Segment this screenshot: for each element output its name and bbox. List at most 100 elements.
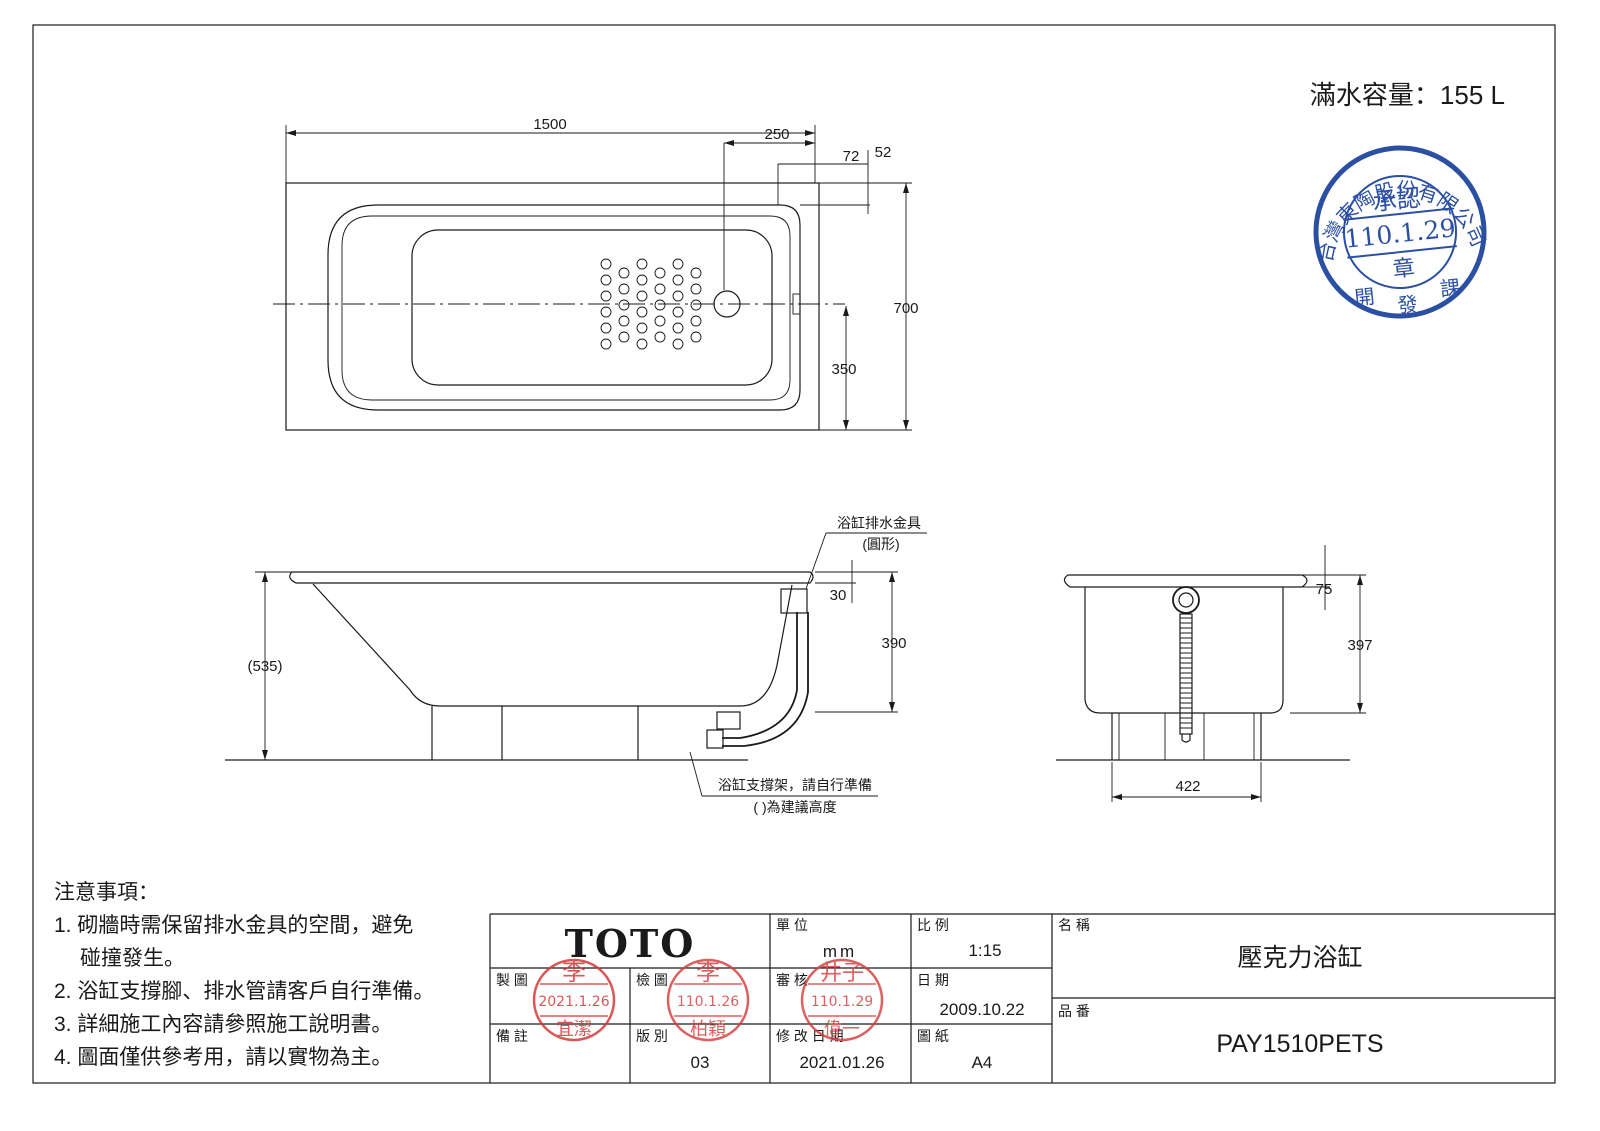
date-value: 2009.10.22 xyxy=(939,1000,1024,1019)
drain-fitting-label: 浴缸排水金具 xyxy=(837,515,921,531)
dimple xyxy=(600,258,612,270)
dimple xyxy=(672,306,684,318)
end-elevation xyxy=(1056,574,1350,761)
side-dimensions: (535) 390 30 浴缸排水金具 (圓形) 浴缸支撐架，請自行準備 ( )… xyxy=(247,515,927,815)
name-label: 名 稱 xyxy=(1058,917,1090,933)
dimple xyxy=(618,315,630,327)
scale-value: 1:15 xyxy=(968,941,1001,960)
reviewed-label: 審 核 xyxy=(776,972,808,988)
dimple xyxy=(600,290,612,302)
anti-slip-dimples xyxy=(600,258,702,350)
dimple xyxy=(600,274,612,286)
unit-label: 單 位 xyxy=(776,917,808,933)
drain-shape-label: (圓形) xyxy=(862,536,899,552)
dimple xyxy=(672,290,684,302)
notes-section: 注意事項： 1. 砌牆時需保留排水金具的空間，避免 碰撞發生。 2. 浴缸支撐腳… xyxy=(54,876,434,1074)
dimple xyxy=(618,283,630,295)
svg-text:井子: 井子 xyxy=(820,961,864,986)
svg-text:偉一: 偉一 xyxy=(824,1019,860,1040)
capacity-label: 滿水容量：155 L xyxy=(1310,80,1505,110)
side-elevation xyxy=(225,571,814,761)
dim-1500: 1500 xyxy=(533,116,566,133)
dimple xyxy=(636,290,648,302)
dimple xyxy=(654,299,666,311)
svg-text:李: 李 xyxy=(562,958,586,986)
approval-stamp: 台灣東陶股份有限公司 承認 110.1.29 章 開 發 課 xyxy=(1305,145,1492,319)
unit-value: mm xyxy=(823,942,857,961)
dimple xyxy=(672,338,684,350)
version-label: 版 別 xyxy=(636,1028,668,1044)
dimple xyxy=(690,331,702,343)
dimple xyxy=(618,267,630,279)
dimple xyxy=(690,315,702,327)
dim-422: 422 xyxy=(1175,778,1200,795)
dimple xyxy=(600,306,612,318)
dim-75: 75 xyxy=(1316,581,1333,598)
svg-text:110.1.26: 110.1.26 xyxy=(677,994,739,1010)
dimple xyxy=(636,338,648,350)
svg-text:2021.1.26: 2021.1.26 xyxy=(538,994,609,1010)
stamp-dept-left: 開 xyxy=(1353,284,1375,310)
stamp-dept-mid: 發 xyxy=(1396,292,1418,318)
dimple xyxy=(690,267,702,279)
notes-heading: 注意事項： xyxy=(54,881,159,904)
part-label: 品 番 xyxy=(1058,1003,1090,1019)
dimple xyxy=(600,322,612,334)
note-item-1-continued: 碰撞發生。 xyxy=(80,947,185,970)
support-frame-label: 浴缸支撐架，請自行準備 xyxy=(718,777,872,793)
svg-text:宜潔: 宜潔 xyxy=(556,1019,592,1040)
note-item-4: 4. 圖面僅供參考用，請以實物為主。 xyxy=(54,1046,393,1069)
reviewed-stamp: 井子 110.1.29 偉一 xyxy=(800,958,884,1042)
end-dimensions: 397 75 422 xyxy=(1111,545,1373,802)
dimple xyxy=(654,283,666,295)
dim-390: 390 xyxy=(881,635,906,652)
dimple xyxy=(654,331,666,343)
note-item-2: 2. 浴缸支撐腳、排水管請客戶自行準備。 xyxy=(54,980,435,1003)
dim-700: 700 xyxy=(893,300,918,317)
remarks-label: 備 註 xyxy=(496,1028,528,1044)
note-item-3: 3. 詳細施工內容請參照施工說明書。 xyxy=(54,1013,393,1036)
dimple xyxy=(672,258,684,270)
overflow-fitting xyxy=(1172,586,1200,614)
title-block: TOTO 單 位 mm 比 例 1:15 名 稱 壓克力浴缸 製 圖 檢 圖 審… xyxy=(489,913,1555,1083)
dim-397: 397 xyxy=(1347,637,1372,654)
part-number: PAY1510PETS xyxy=(1216,1030,1383,1058)
paper-value: A4 xyxy=(972,1053,993,1072)
plan-dimensions: 1500 250 72 52 700 350 xyxy=(285,116,919,431)
version-value: 03 xyxy=(691,1053,710,1072)
paper-label: 圖 紙 xyxy=(917,1028,949,1044)
svg-text:110.1.29: 110.1.29 xyxy=(811,994,873,1010)
dimple xyxy=(672,274,684,286)
svg-text:柏穎: 柏穎 xyxy=(690,1019,726,1040)
dim-350: 350 xyxy=(831,361,856,378)
revision-label: 修 改 日 期 xyxy=(776,1028,844,1044)
dimple xyxy=(690,283,702,295)
product-name: 壓克力浴缸 xyxy=(1237,944,1362,972)
dimple xyxy=(636,274,648,286)
dimple xyxy=(690,299,702,311)
stamp-approve-text: 承認 xyxy=(1371,184,1422,217)
suggested-height-label: ( )為建議高度 xyxy=(753,799,836,815)
drawn-label: 製 圖 xyxy=(496,972,528,988)
dim-250: 250 xyxy=(764,126,789,143)
stamp-seal-char: 章 xyxy=(1392,256,1417,283)
checked-label: 檢 圖 xyxy=(636,972,668,988)
toto-logo: TOTO xyxy=(565,921,696,966)
scale-label: 比 例 xyxy=(917,917,949,933)
dimple xyxy=(618,331,630,343)
dimple xyxy=(654,267,666,279)
date-label: 日 期 xyxy=(917,972,949,988)
dim-30: 30 xyxy=(830,587,847,604)
dimple xyxy=(636,322,648,334)
plan-view xyxy=(273,182,845,431)
dim-72: 72 xyxy=(843,148,860,165)
dimple xyxy=(636,306,648,318)
note-item-1: 1. 砌牆時需保留排水金具的空間，避免 xyxy=(54,914,414,937)
dim-535: (535) xyxy=(247,658,282,675)
drawing-border xyxy=(32,24,1556,1084)
checked-stamp: 李 110.1.26 柏穎 xyxy=(666,958,750,1042)
dimple xyxy=(636,258,648,270)
dim-52: 52 xyxy=(875,144,892,161)
svg-text:李: 李 xyxy=(696,958,720,986)
